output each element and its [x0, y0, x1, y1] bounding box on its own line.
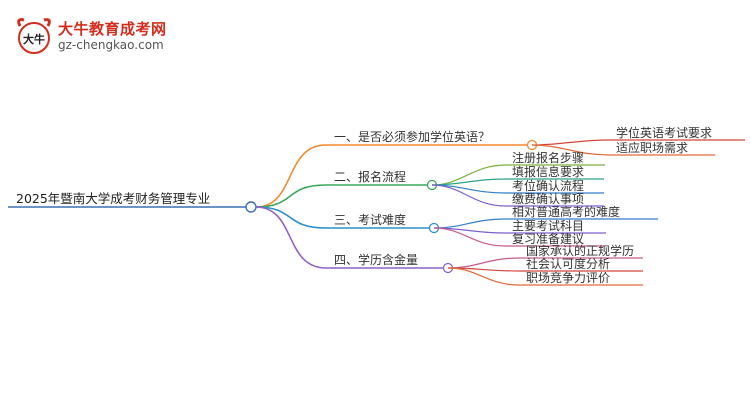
branch-connector	[255, 144, 327, 208]
leaf-label: 相对普通高考的难度	[512, 204, 620, 219]
child-connector	[531, 139, 611, 146]
branch-connector	[255, 206, 327, 229]
branch-label: 二、报名流程	[334, 169, 406, 184]
leaf-label: 主要考试科目	[512, 218, 584, 233]
logo-url: gz-chengkao.com	[58, 38, 164, 52]
logo-mark-text: 大牛	[23, 32, 45, 46]
leaf-label: 职场竞争力评价	[526, 271, 610, 285]
child-connector	[531, 144, 611, 156]
branch-connector	[255, 206, 327, 269]
child-connector	[433, 218, 507, 229]
leaf-label: 缴费确认事项	[512, 191, 584, 206]
child-connector	[431, 184, 507, 207]
branch-label: 三、考试难度	[334, 212, 406, 227]
leaf-label: 国家承认的正规学历	[526, 243, 634, 258]
leaf-label: 考位确认流程	[512, 178, 584, 193]
root-node[interactable]	[245, 201, 257, 213]
leaf-label: 填报信息要求	[512, 164, 584, 179]
site-logo[interactable]: 大牛 大牛教育成考网 gz-chengkao.com	[14, 16, 184, 56]
branch-connector	[255, 184, 327, 208]
branch-label: 四、学历含金量	[334, 252, 418, 267]
leaf-label: 学位英语考试要求	[616, 125, 712, 140]
child-connector	[431, 178, 507, 186]
leaf-label: 注册报名步骤	[512, 150, 584, 165]
child-connector	[433, 227, 507, 247]
bull-logo-icon: 大牛	[17, 18, 51, 54]
mindmap-root-label: 2025年暨南大学成考财务管理专业	[16, 191, 210, 206]
branch-label: 一、是否必须参加学位英语？	[334, 129, 490, 144]
leaf-label: 社会认可度分析	[526, 256, 610, 271]
child-connector	[447, 257, 521, 269]
leaf-label: 适应职场需求	[616, 140, 688, 155]
child-connector	[447, 267, 521, 286]
logo-title: 大牛教育成考网	[58, 20, 167, 38]
leaf-label: 复习准备建议	[512, 232, 584, 246]
